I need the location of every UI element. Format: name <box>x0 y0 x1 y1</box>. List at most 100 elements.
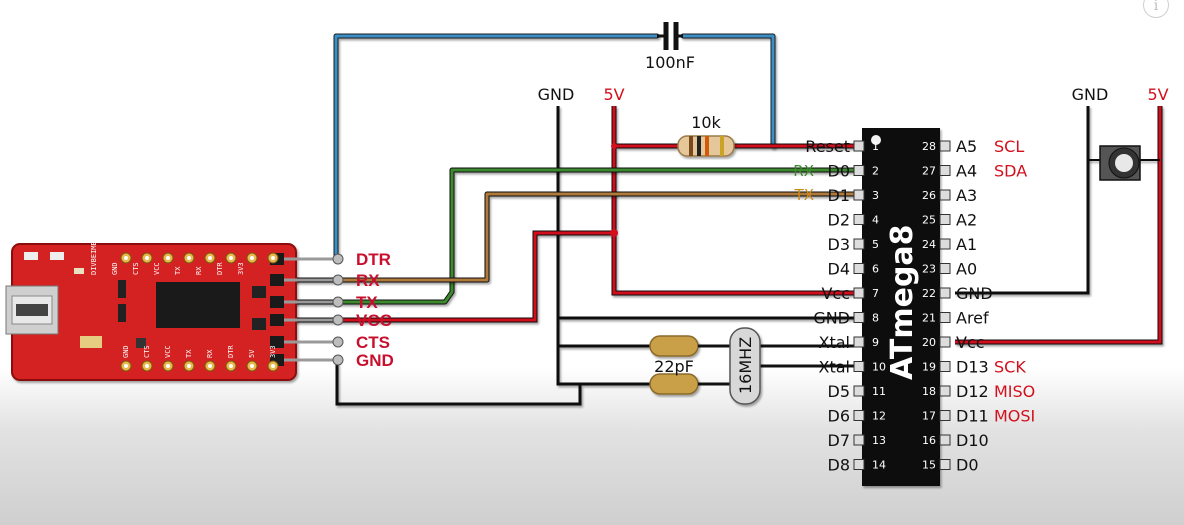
junction-dot <box>610 229 618 237</box>
pin-number: 6 <box>872 263 879 276</box>
chip-pin-right: 24 A1 <box>922 235 977 254</box>
wire-tx-brown <box>290 191 860 283</box>
pin-label: D7 <box>828 431 851 450</box>
crystal-capacitor-top <box>649 335 699 357</box>
silkscreen-label: DTR <box>216 262 224 275</box>
tx-tag: TX <box>794 186 814 204</box>
pin-number: 8 <box>872 312 879 325</box>
silkscreen-label: DIVBEIMEH <box>90 237 98 275</box>
silkscreen-label: 5V <box>248 349 256 358</box>
pin-label: D11 <box>956 407 989 426</box>
pin-number: 19 <box>922 361 936 374</box>
pin-label: A1 <box>956 235 977 254</box>
resistor-label: 10k <box>691 113 721 132</box>
pin-number: 18 <box>922 385 936 398</box>
wire-dtr-blue <box>333 33 776 262</box>
pin-label: GND <box>813 309 850 328</box>
pin-function-note: SCK <box>994 358 1026 377</box>
pin-number: 27 <box>922 165 936 178</box>
pin-label: D6 <box>828 407 851 426</box>
chip-pin-right: 20 Vcc <box>922 333 985 352</box>
silkscreen-label: GND <box>122 345 130 358</box>
silkscreen-label: 3V3 <box>269 345 277 358</box>
pin-label: D5 <box>828 382 851 401</box>
crystal-16mhz <box>729 327 761 405</box>
chip-pin-left: 12 D6 <box>828 407 887 426</box>
silkscreen-label: RX <box>195 266 203 275</box>
pin-label: Reset <box>805 137 850 156</box>
pin-label: D12 <box>956 382 989 401</box>
pin-label: A5 <box>956 137 977 156</box>
gnd-right-label: GND <box>1072 85 1109 104</box>
silkscreen-label: TX <box>174 266 182 275</box>
pin-number: 17 <box>922 410 936 423</box>
pin-number: 14 <box>872 459 886 472</box>
pin-label: D1 <box>828 186 851 205</box>
silkscreen-label: TX <box>185 349 193 358</box>
silkscreen-label: GND <box>111 262 119 275</box>
pin-number: 5 <box>872 238 879 251</box>
ftdi-header-pin <box>270 336 344 348</box>
silkscreen-label: CTS <box>143 345 151 358</box>
pin-label: Vcc <box>821 284 850 303</box>
pin-number: 2 <box>872 165 879 178</box>
pin-number: 22 <box>922 287 936 300</box>
pin-number: 10 <box>872 361 886 374</box>
pin-label: A4 <box>956 162 977 181</box>
wire-5v-right <box>955 106 1163 345</box>
pin-label: A2 <box>956 211 977 230</box>
junction-dot <box>611 143 617 149</box>
pin-number: 1 <box>872 140 879 153</box>
pin-number: 9 <box>872 336 879 349</box>
gnd-left-label: GND <box>538 85 575 104</box>
chip-pin-left: 6 D4 <box>828 260 880 279</box>
chip-name: ATmega8 <box>885 224 920 380</box>
pin-label: D3 <box>828 235 851 254</box>
chip-pin-left: 10 Xtal <box>819 358 886 377</box>
chip-pin-right: 21 Aref <box>922 309 989 328</box>
pin-number: 24 <box>922 238 936 251</box>
wire-gnd-left <box>335 106 860 406</box>
ftdi-pin-label: TX <box>356 293 378 312</box>
pin-number: 11 <box>872 385 886 398</box>
pin-label: D13 <box>956 358 989 377</box>
pin-label: A0 <box>956 260 977 279</box>
pin-function-note: MOSI <box>994 407 1035 426</box>
pin-label: D4 <box>828 260 851 279</box>
chip-pin-right: 15 D0 <box>922 456 979 475</box>
silkscreen-label: RX <box>206 349 214 358</box>
pin-label: Vcc <box>956 333 985 352</box>
pin-label: Xtal <box>819 358 850 377</box>
pin-label: D2 <box>828 211 851 230</box>
ftdi-header-pin <box>270 314 344 326</box>
chip-pin-right: 22 GND <box>922 284 993 303</box>
pin-number: 20 <box>922 336 936 349</box>
ftdi-pin-label: RX <box>356 271 380 290</box>
resistor-10k <box>677 135 735 157</box>
wire-gnd-right <box>955 106 1090 295</box>
pin-function-note: SCL <box>994 137 1024 156</box>
reset-button <box>1099 145 1141 181</box>
pin-label: Aref <box>956 309 989 328</box>
pin-label: A3 <box>956 186 977 205</box>
capacitor-100nf <box>657 22 683 50</box>
vcc-right-label: 5V <box>1147 85 1168 104</box>
chip-pin-left: 3 D1 <box>828 186 880 205</box>
chip-pin-right: 19 D13 SCK <box>922 358 1026 377</box>
crystal-cap-label: 22pF <box>654 357 694 376</box>
pin-number: 26 <box>922 189 936 202</box>
pin-number: 25 <box>922 214 936 227</box>
pin-number: 15 <box>922 459 936 472</box>
pin-label: GND <box>956 284 993 303</box>
chip-pin-left: 1 Reset <box>805 137 879 156</box>
pin-number: 12 <box>872 410 886 423</box>
pin-number: 3 <box>872 189 879 202</box>
pin-label: D0 <box>956 456 979 475</box>
chip-pin-left: 11 D5 <box>828 382 887 401</box>
pin-number: 21 <box>922 312 936 325</box>
